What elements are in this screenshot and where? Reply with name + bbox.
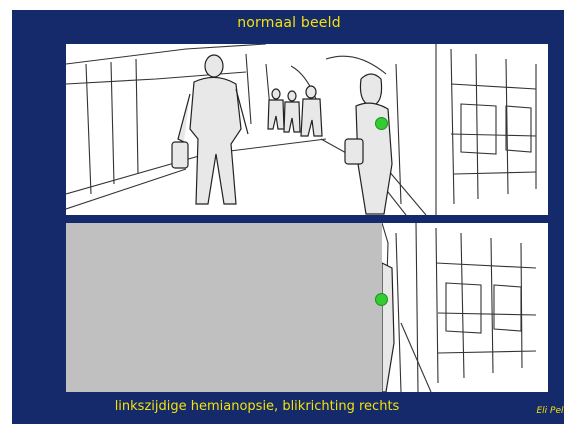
hemianopia-view-image — [66, 223, 548, 392]
slide-title: normaal beeld — [12, 15, 564, 31]
slide: normaal beeld — [12, 10, 564, 424]
slide-caption: linkszijdige hemianopsie, blikrichting r… — [12, 399, 502, 414]
normal-view-image — [66, 44, 548, 215]
fixation-point — [375, 117, 388, 130]
author-credit: Eli Peli — [536, 406, 564, 416]
street-sketch — [66, 44, 548, 215]
fixation-point — [375, 293, 388, 306]
blind-field-overlay — [66, 223, 382, 392]
